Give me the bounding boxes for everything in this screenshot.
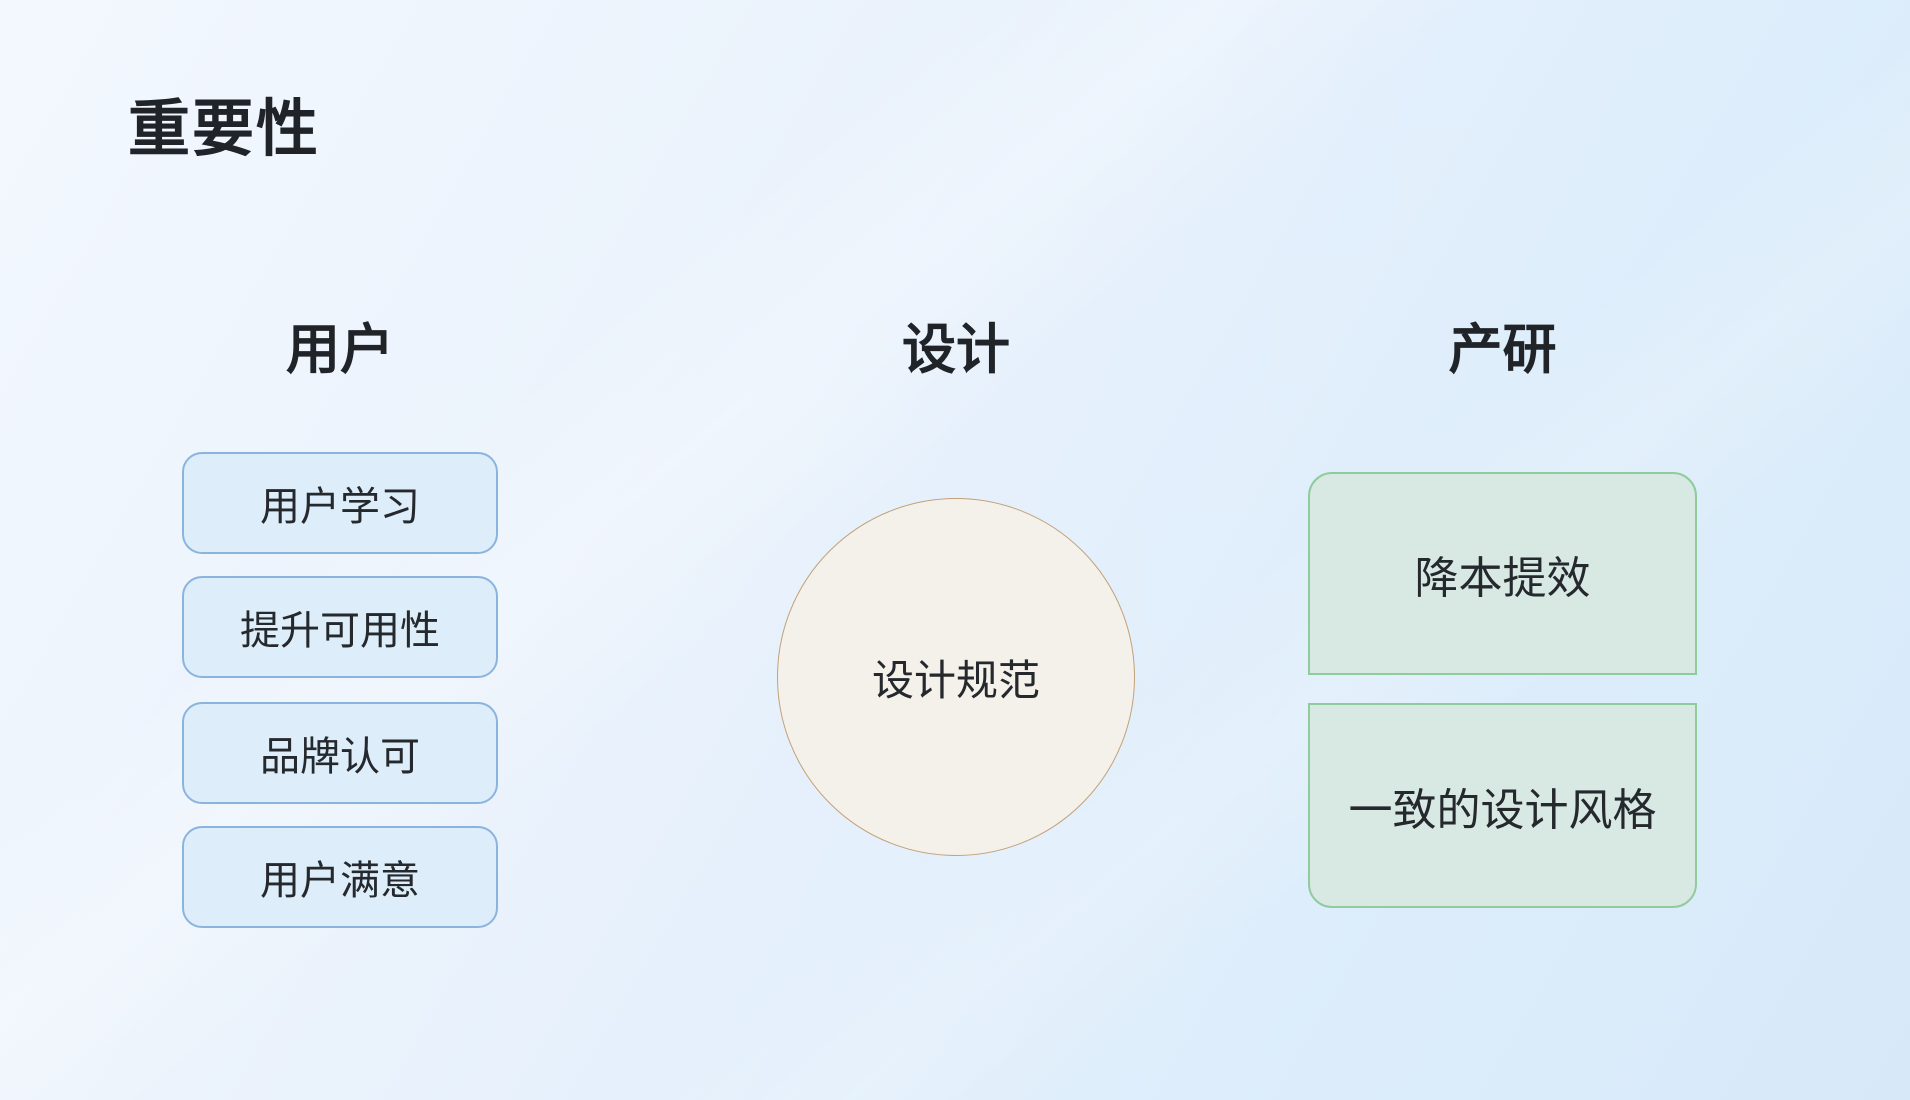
node-label: 一致的设计风格 xyxy=(1348,785,1657,835)
node-label: 降本提效 xyxy=(1414,553,1591,603)
node-label: 提升可用性 xyxy=(240,609,440,653)
user-node-usability[interactable]: 提升可用性 xyxy=(182,576,498,678)
user-node-satisfaction[interactable]: 用户满意 xyxy=(182,826,498,928)
user-node-brand[interactable]: 品牌认可 xyxy=(182,702,498,804)
column-header-users: 用户 xyxy=(286,320,394,380)
node-label: 设计规范 xyxy=(871,656,1040,704)
node-label: 品牌认可 xyxy=(260,735,420,779)
column-header-design: 设计 xyxy=(902,320,1010,380)
column-header-product-rd: 产研 xyxy=(1448,320,1557,380)
node-label: 用户学习 xyxy=(260,485,420,529)
page-title: 重要性 xyxy=(128,95,321,164)
user-node-learning[interactable]: 用户学习 xyxy=(182,452,498,554)
rd-node-consistent-style[interactable]: 一致的设计风格 xyxy=(1308,703,1697,908)
rd-node-cost-efficiency[interactable]: 降本提效 xyxy=(1308,472,1697,675)
node-label: 用户满意 xyxy=(260,859,420,903)
design-spec-circle-node[interactable]: 设计规范 xyxy=(777,498,1135,856)
